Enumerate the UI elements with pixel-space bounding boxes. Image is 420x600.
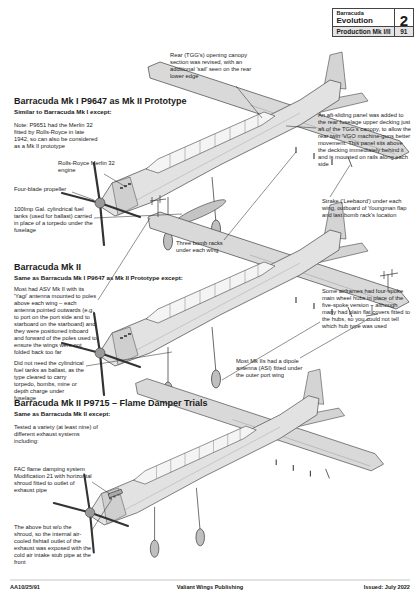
section-subheading: Same as Barracuda Mk II except: (14, 410, 214, 417)
callout-text: Most Mk IIs had a dipole antenna (ASI) f… (236, 358, 306, 379)
callout-text: Strake ('Leebaord') under each wing, out… (322, 198, 410, 219)
tab-series: Barracuda (336, 10, 390, 16)
footer-publisher: Valiant Wings Publishing (150, 584, 270, 591)
note-text: Note: P9651 had the Merlin 32 fitted by … (14, 122, 98, 150)
callout-text: 100Imp Gal. cylindrical fuel tanks (used… (14, 206, 94, 234)
section-subheading: Same as Barracuda Mk I P9647 as Mk II Pr… (14, 274, 234, 281)
callout-text: Rolls-Royce Merlin 32 engine (58, 160, 116, 174)
tab-subject: Production Mk I/II (333, 26, 393, 36)
callout-text: Most had ASV Mk II with its 'Yagi' anten… (14, 286, 98, 356)
callout-text: Three bomb racks under each wing (176, 240, 238, 254)
section-heading: Barracuda Mk II (14, 262, 214, 273)
section-heading: Barracuda Mk I P9647 as Mk II Prototype (14, 96, 274, 107)
tab-title-cell: BarracudaEvolution (333, 9, 393, 26)
callout-text: An aft-sliding panel was added to the re… (318, 112, 412, 168)
section-subheading: Similar to Barracuda Mk I except: (14, 108, 214, 115)
callout-text: FAC flame damping system Modification 21… (14, 466, 92, 494)
page-number: 91 (394, 26, 413, 36)
callout-text: The above but w/o the shroud, so the int… (14, 524, 92, 566)
tab-title: Evolution (336, 16, 390, 25)
section-heading: Barracuda Mk II P9715 – Flame Damper Tri… (14, 398, 274, 409)
footer-date: Issued: July 2022 (300, 584, 410, 591)
callout-text: Rear (TGG's) opening canopy section was … (170, 52, 265, 80)
section-tab: BarracudaEvolution2Production Mk I/II91 (332, 8, 414, 37)
callout-text: Did not need the cylindrical fuel tanks … (14, 360, 86, 402)
note-text: Tested a variety (at least nine) of diff… (14, 424, 98, 445)
footer-code: AA10/25/91 (10, 584, 90, 591)
callout-text: Four-blade propeller (14, 186, 70, 193)
callout-text: Some airframes had four-spoke main wheel… (322, 288, 410, 330)
